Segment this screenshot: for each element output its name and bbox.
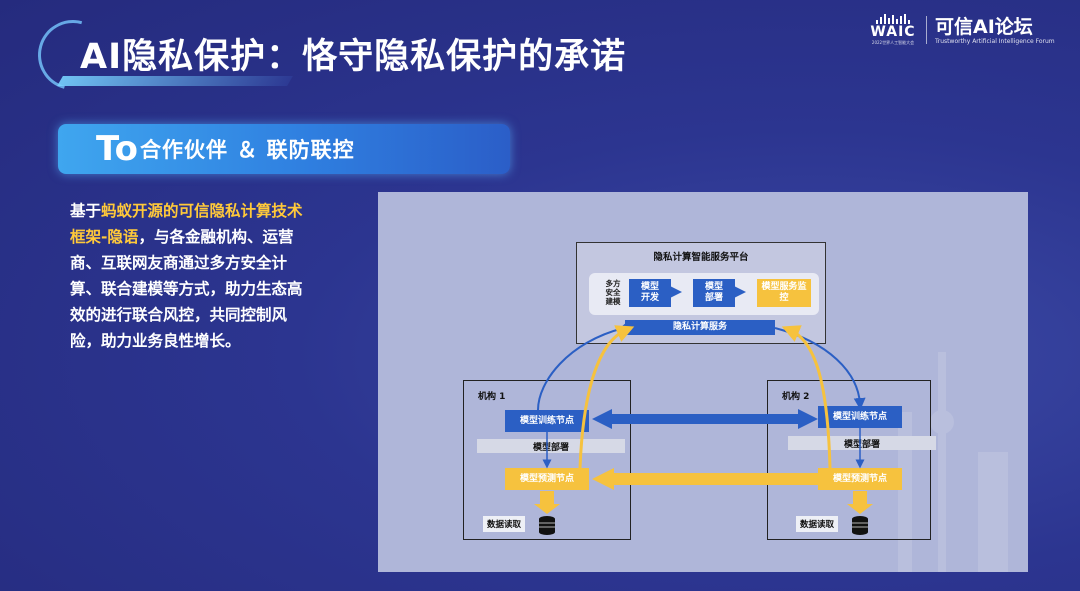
- org2-label: 机构 2: [782, 392, 810, 402]
- subtitle-text: 合作伙伴 ＆ 联防联控: [140, 138, 355, 162]
- model-dev-label: 模型开发: [640, 282, 659, 303]
- org1-data-read: 数据读取: [483, 516, 526, 532]
- flow-arrows: [534, 286, 873, 535]
- logo-separator: [926, 16, 927, 44]
- org2-box: 机构 2: [767, 380, 931, 540]
- privacy-service-bar: 隐私计算服务: [625, 320, 775, 335]
- waic-text: WAIC: [870, 24, 916, 40]
- platform-title: 隐私计算智能服务平台: [653, 252, 749, 263]
- description-highlight: 蚂蚁开源的可信隐私计算技术框架-隐语: [70, 202, 303, 246]
- model-deploy-label: 模型部署: [704, 282, 723, 303]
- org2-data-read: 数据读取: [796, 516, 839, 532]
- org1-label: 机构 1: [478, 392, 506, 402]
- platform-pipeline: 多方安全建模 模型开发 模型部署 模型服务监控: [589, 273, 819, 315]
- skyline-decoration: [898, 352, 1008, 572]
- waic-bars-icon: [876, 14, 910, 24]
- waic-subtext: 2022世界人工智能大会: [871, 40, 915, 45]
- description-text: 基于蚂蚁开源的可信隐私计算技术框架-隐语，与各金融机构、运营商、互联网友商通过多…: [70, 198, 310, 354]
- forum-english-name: Trustworthy Artificial Intelligence Foru…: [935, 37, 1055, 45]
- subtitle-prefix: To: [96, 129, 139, 169]
- org1-predict-node: 模型预测节点: [505, 468, 589, 490]
- org2-train-node: 模型训练节点: [818, 406, 902, 428]
- org1-deploy-bar: 模型部署: [477, 439, 625, 453]
- architecture-diagram: 隐私计算智能服务平台 多方安全建模 模型开发 模型部署 模型服务监控 隐私计算服…: [378, 192, 1028, 572]
- model-monitor-box: 模型服务监控: [757, 279, 811, 307]
- waic-logo: WAIC 2022世界人工智能大会: [868, 14, 918, 46]
- org1-database-icon: [539, 516, 555, 535]
- forum-name: 可信AI论坛: [935, 15, 1033, 38]
- description-part2: ，与各金融机构、运营商、互联网友商通过多方安全计算、联合建模等方式，助力生态高效…: [70, 228, 303, 350]
- page-title: AI隐私保护：恪守隐私保护的承诺: [80, 37, 627, 77]
- description-part1: 基于: [70, 202, 102, 220]
- org2-database-icon: [852, 516, 868, 535]
- model-monitor-label: 模型服务监控: [761, 282, 807, 303]
- org1-train-node: 模型训练节点: [505, 410, 589, 432]
- multi-party-label: 多方安全建模: [605, 279, 621, 306]
- title-underline: [57, 76, 293, 86]
- section-subtitle: To 合作伙伴 ＆ 联防联控: [58, 124, 510, 174]
- org2-deploy-bar: 模型部署: [788, 436, 936, 450]
- forum-logo: WAIC 2022世界人工智能大会 可信AI论坛 Trustworthy Art…: [868, 14, 1055, 46]
- org2-predict-node: 模型预测节点: [818, 468, 902, 490]
